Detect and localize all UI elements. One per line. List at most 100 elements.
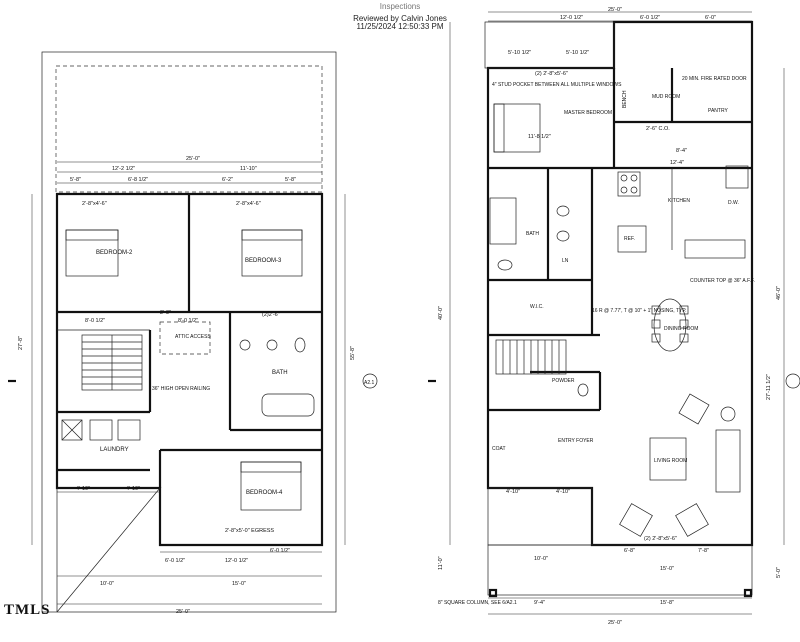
upper-dim-row2-b: 6'-8 1/2" — [128, 177, 148, 183]
master-bedroom-label: MASTER BEDROOM — [564, 110, 612, 116]
upper-stairs — [81, 334, 143, 391]
upper-dim-side-right: 55'-8" — [350, 346, 356, 360]
main-dim-side-left: 40'-0" — [438, 306, 444, 320]
bedroom-4-label: BEDROOM-4 — [246, 490, 283, 496]
toilet-icon — [497, 259, 513, 271]
upper-dim-top-overall: 25'-0" — [186, 156, 200, 162]
review-timestamp: 11/25/2024 12:50:33 PM — [356, 22, 444, 31]
pantry-label: PANTRY — [708, 108, 728, 114]
upper-dim-row2-a: 5'-8" — [70, 177, 81, 183]
bench-label: BENCH — [622, 90, 628, 108]
main-stairs — [495, 339, 567, 375]
fire-door-note: 20 MIN. FIRE RATED DOOR — [682, 76, 747, 82]
armchair-icon — [678, 393, 710, 425]
kitchen-island — [684, 239, 746, 259]
railing-label: 36" HIGH OPEN RAILING — [152, 386, 210, 392]
front-porch — [487, 544, 753, 596]
main-dim-mb-window: (2) 2'-8"x5'-6" — [535, 71, 568, 77]
main-dim-bot-f: 7'-8" — [698, 548, 709, 554]
main-dim-bot-a: 4'-10" — [506, 489, 520, 495]
upper-dim-bot-h: 15'-0" — [232, 581, 246, 587]
upper-floor-plan: 25'-0" 12'-2 1/2" 11'-10" 5'-8" 6'-8 1/2… — [8, 51, 378, 615]
attic-access-outline — [159, 321, 211, 355]
laundry-label: LAUNDRY — [100, 447, 129, 453]
main-living-window: (2) 2'-8"x5'-6" — [644, 536, 677, 542]
mud-room-label: MUD ROOM — [652, 94, 680, 100]
main-dim-porch: 11'-0" — [438, 556, 444, 570]
coffee-table-icon — [649, 437, 687, 481]
counter-top-note: COUNTER TOP @ 36" A.F.F. — [690, 278, 755, 284]
roof-outline — [41, 51, 337, 613]
ref-label: REF. — [624, 236, 635, 242]
sink-icon — [239, 339, 251, 351]
upper-window-b: 2'-8"x4'-6" — [236, 201, 261, 207]
main-dim-bot-b: 4'-10" — [556, 489, 570, 495]
laundry-sink-icon — [117, 419, 141, 441]
stairs-note: 16 R @ 7.77', T @ 10" + 1" NOSING, TYP. — [592, 308, 686, 314]
linen-label: LN — [562, 258, 569, 264]
upper-dim-bot-b: 4'-10" — [126, 486, 140, 492]
porch-column — [743, 588, 753, 598]
kitchen-sink-icon — [725, 165, 749, 189]
closet-dim-d: (2)2'-6" — [262, 312, 280, 318]
refrigerator-icon — [617, 225, 647, 253]
bed-4-icon — [240, 461, 302, 511]
washer-icon — [61, 419, 83, 441]
main-dim-porch-right: 5'-0" — [776, 567, 782, 578]
upper-bath-label: BATH — [272, 370, 288, 376]
toilet-icon — [294, 337, 306, 353]
section-marker — [785, 373, 800, 389]
upper-dim-bot-e: 6'-0 1/2" — [165, 558, 185, 564]
upper-dim-side-left: 27'-8" — [18, 336, 24, 350]
main-dim-bot-g: 9'-4" — [534, 600, 545, 606]
main-dim-top-b: 6'-0 1/2" — [640, 15, 660, 21]
main-dim-side-right: 46'-0" — [776, 286, 782, 300]
dw-label: D.W. — [728, 200, 739, 206]
armchair-icon — [619, 503, 653, 537]
main-dim-bot-h: 15'-8" — [660, 600, 674, 606]
main-dim-mb-width: 11'-8 1/2" — [528, 134, 551, 140]
main-dim-top-a: 12'-0 1/2" — [560, 15, 583, 21]
main-bath-label: BATH — [526, 231, 539, 237]
bedroom-2-label: BEDROOM-2 — [96, 250, 133, 256]
main-dim-bot-d: 15'-0" — [660, 566, 674, 572]
dining-room-label: DINING ROOM — [664, 326, 698, 332]
armchair-icon — [675, 503, 709, 537]
dryer-icon — [89, 419, 113, 441]
sink-icon — [556, 230, 570, 242]
main-dim-mb-a: 5'-10 1/2" — [508, 50, 531, 56]
upper-dim-bot-overall: 25'-0" — [176, 609, 190, 615]
upper-dim-top-left: 12'-2 1/2" — [112, 166, 135, 172]
powder-label: POWDER — [552, 378, 575, 384]
main-dim-top-c: 6'-0" — [705, 15, 716, 21]
coat-label: COAT — [492, 446, 506, 452]
main-dim-bot-e: 6'-8" — [624, 548, 635, 554]
sofa-icon — [715, 429, 741, 493]
closet-dim-c: 8'-0 1/2" — [178, 318, 198, 324]
kitchen-dim-b: 12'-4" — [670, 160, 684, 166]
header: Inspections Reviewed by Calvin Jones 11/… — [0, 0, 800, 34]
powder-toilet-icon — [577, 383, 589, 397]
kitchen-label: KITCHEN — [668, 198, 690, 204]
closet-dim-b: 2'-8" — [160, 310, 171, 316]
roof-below-outline — [55, 65, 323, 193]
entry-foyer-label: ENTRY FOYER — [558, 438, 594, 444]
main-dim-top-overall: 25'-0" — [608, 7, 622, 13]
section-marker-label: A2.1 — [364, 380, 375, 386]
upper-dim-bot-f: 12'-0 1/2" — [225, 558, 248, 564]
stud-pocket-note: 4" STUD POCKET BETWEEN ALL MULTIPLE WIND… — [492, 82, 622, 88]
living-room-label: LIVING ROOM — [654, 458, 687, 464]
upper-dim-bot-d: 6'-0 1/2" — [270, 548, 290, 554]
main-dim-mb-b: 5'-10 1/2" — [566, 50, 589, 56]
main-dim-bot-c: 10'-0" — [534, 556, 548, 562]
upper-dim-row2-c: 6'-2" — [222, 177, 233, 183]
upper-window-a: 2'-8"x4'-6" — [82, 201, 107, 207]
egress-window-label: 2'-8"x5'-0" EGRESS — [225, 528, 274, 534]
closet-dim-a: 8'-0 1/2" — [85, 318, 105, 324]
main-dim-side-right-2: 27'-11 1/2" — [766, 374, 772, 400]
master-bed-icon — [493, 103, 541, 153]
column-note: 8" SQUARE COLUMN, SEE 6/A2.1 — [438, 600, 517, 606]
main-floor-plan: 25'-0" 12'-0 1/2" 6'-0 1/2" 6'-0" 5'-10 … — [428, 7, 800, 626]
attic-access-label: ATTIC ACCESS — [175, 334, 211, 340]
reviewed-by: Reviewed by Calvin Jones — [353, 14, 447, 23]
